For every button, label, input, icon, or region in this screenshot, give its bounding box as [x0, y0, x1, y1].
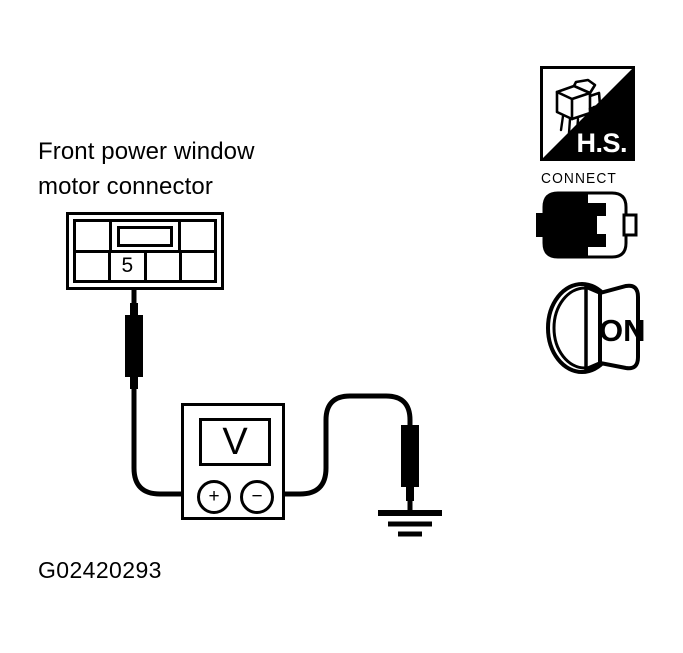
page-title-line-1: Front power window	[38, 138, 255, 165]
connector-cell-top-3	[178, 222, 214, 250]
minus-icon: −	[251, 485, 263, 507]
plug-male-half	[544, 193, 588, 257]
voltmeter-display-value: V	[222, 421, 248, 463]
page-title-line-2: motor connector	[38, 173, 213, 200]
ignition-icon-wrap: ON	[540, 279, 656, 377]
connector-cell-top-2	[109, 222, 178, 250]
service-icon-column: H.S. CONNECT	[536, 66, 656, 377]
hs-badge: H.S.	[540, 66, 635, 161]
connector-row-bottom: 5	[76, 252, 214, 281]
negative-test-lead-wire	[273, 393, 413, 497]
connector-pin-5-label: 5	[121, 253, 134, 277]
connector-cell-bottom-1	[76, 253, 108, 281]
figure-caption: G02420293	[38, 557, 162, 583]
connector-keyway-slot	[117, 226, 173, 247]
connector-cell-top-1	[76, 222, 109, 250]
ignition-on-label: ON	[599, 313, 644, 348]
plug-left-tab	[536, 213, 546, 237]
connector-row-top	[76, 222, 214, 253]
negative-probe-body	[401, 425, 419, 487]
plug-prong-bottom	[588, 234, 606, 247]
connector-plug-icon	[536, 191, 638, 259]
connector-pin-grid: 5	[73, 219, 217, 283]
front-power-window-motor-connector: 5	[66, 212, 224, 290]
voltmeter: V + −	[181, 403, 285, 520]
voltmeter-display: V	[199, 418, 271, 466]
connector-cell-bottom-4	[178, 252, 214, 280]
plus-icon: +	[208, 485, 220, 507]
positive-probe-strain-relief	[130, 375, 138, 389]
hs-badge-label: H.S.	[576, 128, 627, 158]
ignition-key-slot	[584, 284, 602, 372]
plug-prong-center	[588, 216, 597, 234]
connect-icon-wrap	[536, 189, 656, 261]
hand-fingers-drawing	[559, 105, 597, 135]
positive-probe-tip	[130, 303, 138, 317]
negative-test-probe	[401, 425, 419, 501]
connector-pin-5: 5	[108, 252, 143, 280]
connect-label: CONNECT	[541, 170, 617, 187]
connector-cell-bottom-3	[143, 252, 179, 280]
hand-scanner-icon	[543, 69, 632, 158]
plug-prong-top	[588, 203, 606, 216]
plug-right-tab	[622, 213, 638, 237]
voltmeter-positive-terminal: +	[197, 480, 231, 514]
negative-probe-tip	[406, 485, 414, 501]
ground-symbol	[378, 499, 442, 537]
ignition-key-on-icon: ON	[546, 282, 644, 374]
positive-test-probe	[125, 303, 143, 389]
ignition-key-head	[598, 283, 640, 371]
page-title: Front power window motor connector	[38, 134, 368, 204]
positive-probe-body	[125, 315, 143, 377]
voltmeter-negative-terminal: −	[240, 480, 274, 514]
